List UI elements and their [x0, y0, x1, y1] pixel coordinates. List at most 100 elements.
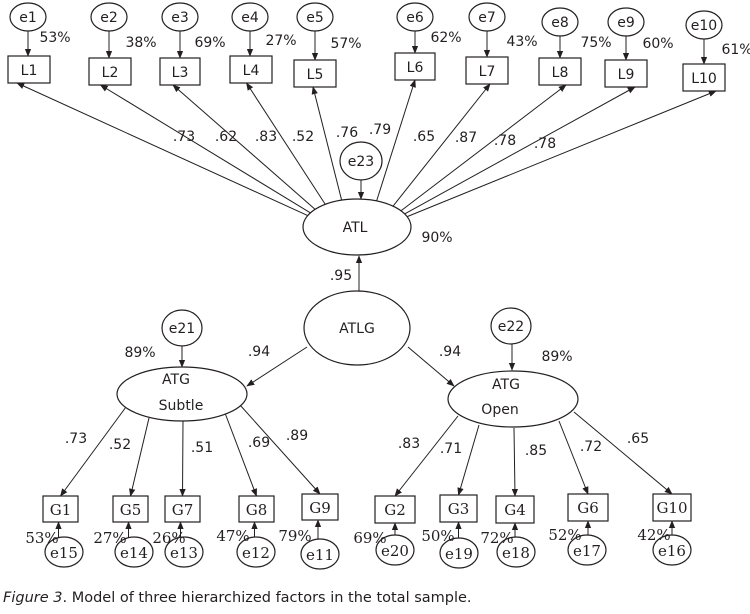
loading-path-arrow — [179, 420, 186, 497]
observed-item-box — [301, 493, 339, 521]
latent-factor-label-line1: ATG — [162, 372, 190, 388]
factor-loading-label: .83 — [398, 436, 420, 452]
loading-path-arrow — [129, 417, 150, 497]
loading-path-arrow — [558, 420, 589, 495]
r-squared-label: 53% — [39, 30, 70, 46]
observed-item-box — [567, 493, 609, 522]
structural-loading-label: .94 — [439, 344, 461, 360]
observed-item-box — [164, 495, 201, 523]
error-term-label: e15 — [50, 544, 78, 562]
latent-factor-label-line1: ATG — [492, 377, 520, 393]
observed-item-label: G5 — [120, 501, 142, 519]
loading-path-arrow — [239, 404, 321, 495]
observed-item-label: L3 — [172, 65, 189, 81]
r-squared-label: 62% — [430, 30, 461, 46]
observed-item-label: L5 — [307, 67, 324, 83]
error-term-label: e4 — [241, 10, 259, 26]
factor-loading-label: .78 — [494, 133, 516, 149]
error-term-label: e7 — [478, 10, 496, 26]
error-term-ellipse — [236, 536, 276, 568]
factor-loading-label: .65 — [627, 431, 649, 447]
error-term-label: e21 — [169, 321, 195, 337]
factor-loading-label: .83 — [255, 129, 277, 145]
observed-item-box — [374, 495, 416, 524]
error-term-label: e2 — [100, 10, 118, 26]
error-term-label: e10 — [691, 18, 717, 34]
error-term-label: e13 — [170, 544, 198, 562]
observed-item-label: L9 — [618, 67, 635, 83]
r-squared-label: 89% — [541, 349, 572, 365]
error-term-label: e18 — [502, 544, 530, 562]
factor-loading-label: .76 — [336, 125, 358, 141]
error-term-ellipse — [161, 2, 199, 32]
loading-path-arrow — [400, 84, 567, 212]
error-term-ellipse — [161, 309, 203, 347]
observed-item-label: G4 — [504, 501, 526, 519]
loading-path-arrow — [375, 79, 416, 202]
observed-item-box — [88, 57, 132, 86]
error-term-ellipse — [567, 534, 607, 566]
loading-path-arrow — [394, 415, 459, 497]
error-term-ellipse — [114, 536, 154, 568]
factor-loading-label: .87 — [455, 130, 477, 146]
r-squared-label: 57% — [330, 36, 361, 52]
error-term-ellipse — [496, 536, 536, 568]
loading-path-arrow — [311, 86, 343, 201]
loading-path-arrow — [172, 84, 317, 211]
factor-loading-label: .71 — [440, 441, 462, 457]
error-term-label: e22 — [498, 319, 524, 335]
structural-loading-label: .95 — [330, 268, 352, 284]
observed-item-label: L10 — [691, 71, 717, 87]
r-squared-label: 89% — [124, 345, 155, 361]
error-term-label: e9 — [617, 15, 635, 31]
error-term-label: e5 — [306, 10, 324, 26]
r-squared-label: 79% — [278, 527, 311, 545]
error-term-ellipse — [396, 2, 434, 32]
error-term-ellipse — [9, 2, 47, 32]
error-term-ellipse — [164, 536, 204, 568]
observed-item-box — [682, 63, 726, 92]
structural-loading-label: .94 — [248, 344, 270, 360]
error-term-ellipse — [652, 534, 692, 566]
observed-item-label: G1 — [50, 501, 72, 519]
observed-item-label: L4 — [243, 63, 260, 79]
error-term-ellipse — [607, 7, 645, 37]
error-term-label: e17 — [573, 542, 601, 560]
figure-caption-label: Figure 3 — [3, 590, 63, 606]
r-squared-label: 75% — [580, 35, 611, 51]
loading-path-arrow — [224, 412, 257, 497]
structural-path-arrow — [407, 346, 455, 387]
latent-factor-atg-open — [447, 370, 579, 428]
observed-item-box — [652, 493, 692, 522]
observed-item-box — [465, 56, 509, 85]
r-squared-label: 69% — [353, 529, 386, 547]
factor-loading-label: .89 — [286, 428, 308, 444]
r-squared-label: 26% — [152, 529, 185, 547]
error-term-label: e6 — [406, 10, 424, 26]
observed-item-box — [495, 495, 535, 524]
structural-path-arrow — [246, 346, 308, 387]
r-squared-label: 43% — [506, 34, 537, 50]
error-term-ellipse — [44, 536, 84, 568]
error-term-label: e8 — [551, 15, 569, 31]
r-squared-label: 47% — [216, 527, 249, 545]
error-term-ellipse — [541, 7, 579, 37]
observed-item-box — [7, 55, 51, 84]
r-squared-label: 42% — [637, 526, 670, 544]
factor-loading-label: .69 — [248, 435, 270, 451]
observed-item-label: L8 — [552, 65, 569, 81]
factor-loading-label: .62 — [215, 129, 237, 145]
error-term-label: e14 — [120, 544, 148, 562]
factor-loading-label: .73 — [173, 129, 195, 145]
latent-factor-atl — [302, 198, 412, 256]
observed-item-label: G2 — [384, 501, 406, 519]
r-squared-label: 61% — [721, 42, 750, 58]
r-squared-label: 69% — [194, 35, 225, 51]
loading-path-arrow — [246, 82, 327, 206]
error-term-ellipse — [231, 2, 269, 32]
r-squared-label: 50% — [421, 527, 454, 545]
observed-item-label: L2 — [102, 65, 119, 81]
observed-item-box — [42, 495, 79, 523]
r-squared-label: 38% — [125, 35, 156, 51]
r-squared-label: 53% — [25, 529, 58, 547]
